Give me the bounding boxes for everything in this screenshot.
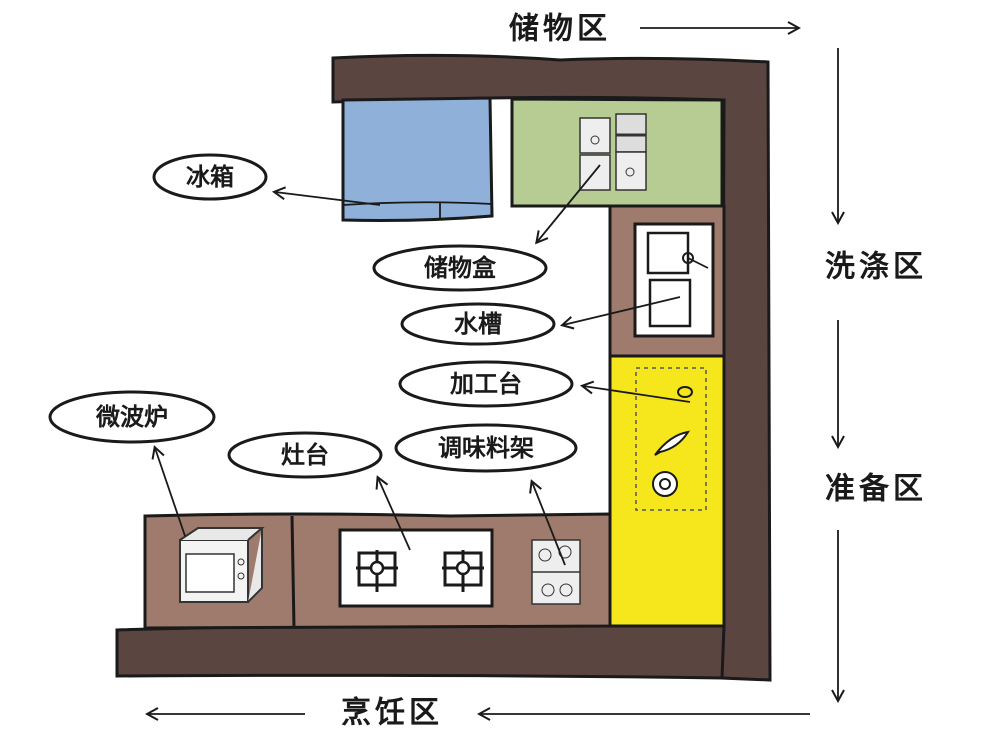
label-prep-counter: 加工台 xyxy=(398,360,574,408)
cooking-counter xyxy=(143,512,612,630)
label-text: 调味料架 xyxy=(438,434,534,462)
zone-storage-label: 储物区 xyxy=(509,12,611,47)
faucet-icon xyxy=(682,252,694,264)
spice-rack-icon xyxy=(531,539,581,605)
label-text: 灶台 xyxy=(281,441,329,469)
label-text: 微波炉 xyxy=(95,403,168,431)
zone-preparation-label: 准备区 xyxy=(825,472,927,507)
storage-cabinet xyxy=(510,97,724,208)
label-stove: 灶台 xyxy=(227,431,383,479)
label-text: 冰箱 xyxy=(186,163,234,191)
sink-counter xyxy=(608,204,726,358)
label-fridge: 冰箱 xyxy=(152,153,268,201)
pointer-arrows xyxy=(155,164,691,566)
label-sink: 水槽 xyxy=(400,302,556,346)
stove-icon xyxy=(338,528,494,608)
fridge xyxy=(341,96,494,222)
top-wall xyxy=(331,53,772,682)
label-text: 加工台 xyxy=(450,370,522,398)
label-text: 储物盒 xyxy=(424,254,497,282)
microwave-icon xyxy=(179,527,265,603)
zone-washing-label: 洗涤区 xyxy=(825,250,927,285)
label-text: 水槽 xyxy=(454,310,502,338)
cutting-tool-icon xyxy=(677,386,693,398)
label-microwave: 微波炉 xyxy=(48,390,216,444)
zone-cooking-label: 烹饪区 xyxy=(341,696,443,731)
plate-icon xyxy=(652,471,678,497)
zone-flow-arrows xyxy=(148,28,838,714)
label-storage-box: 储物盒 xyxy=(372,244,548,292)
knife-icon xyxy=(654,430,691,456)
label-spice-rack: 调味料架 xyxy=(394,423,578,473)
bottom-wall xyxy=(115,624,726,680)
prep-counter xyxy=(608,354,726,628)
